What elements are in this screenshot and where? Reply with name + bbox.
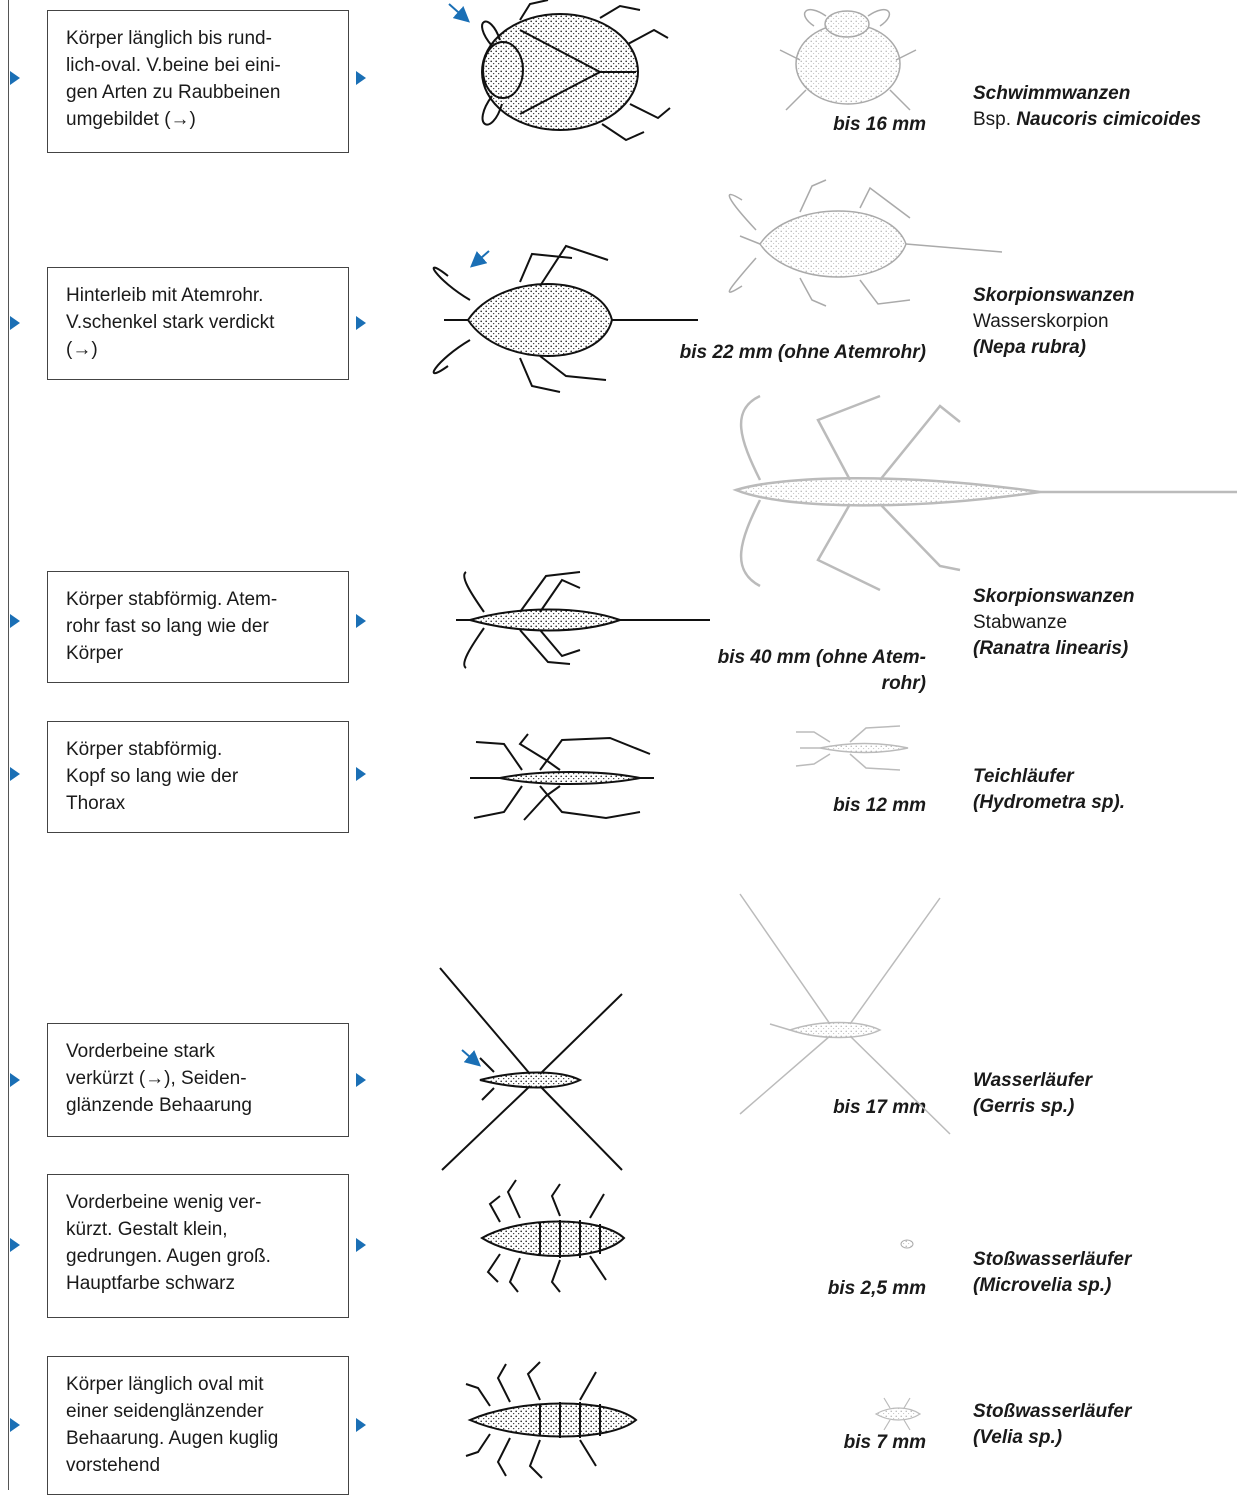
velia-grey-drawing xyxy=(876,1398,920,1430)
pointer-arrow-2 xyxy=(473,251,489,265)
gerris-grey-drawing xyxy=(740,894,950,1134)
naucoris-drawing xyxy=(482,0,670,140)
gerris-drawing xyxy=(440,968,622,1170)
nepa-drawing xyxy=(434,246,698,392)
naucoris-grey-drawing xyxy=(780,10,916,110)
microvelia-drawing xyxy=(482,1180,624,1292)
hydrometra-grey-drawing xyxy=(796,726,908,770)
ranatra-drawing xyxy=(456,572,710,668)
microvelia-grey-drawing xyxy=(901,1240,913,1248)
pointer-arrow-3 xyxy=(462,1050,478,1064)
velia-drawing xyxy=(466,1362,636,1478)
nepa-grey-drawing xyxy=(729,180,1002,306)
hydrometra-drawing xyxy=(470,734,654,820)
ranatra-grey-drawing xyxy=(736,396,1237,590)
pointer-arrow-1 xyxy=(449,4,467,20)
